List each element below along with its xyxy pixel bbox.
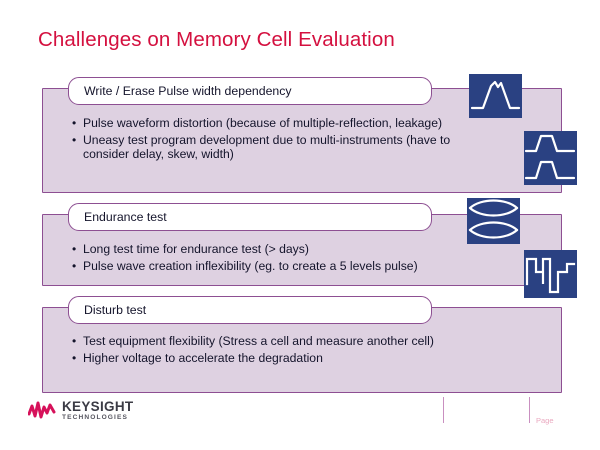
list-item: • Test equipment flexibility (Stress a c… bbox=[72, 334, 482, 349]
footer-tick-left bbox=[443, 397, 445, 423]
bullet-dot-icon: • bbox=[72, 334, 77, 348]
page-title: Challenges on Memory Cell Evaluation bbox=[38, 28, 395, 51]
section-header-endurance[interactable]: Endurance test bbox=[68, 203, 432, 231]
keysight-wave-mark-icon bbox=[28, 401, 56, 419]
section-header-disturb[interactable]: Disturb test bbox=[68, 296, 432, 324]
logo-name: KEYSIGHT bbox=[62, 399, 134, 414]
list-item: • Higher voltage to accelerate the degra… bbox=[72, 351, 482, 366]
section-header-label: Write / Erase Pulse width dependency bbox=[84, 84, 292, 98]
bullet-text: Pulse wave creation inflexibility (eg. t… bbox=[83, 258, 418, 273]
double-pulse-waveform-icon bbox=[524, 131, 577, 185]
bullet-text: Long test time for endurance test (> day… bbox=[83, 242, 309, 256]
bullet-text: Higher voltage to accelerate the degrada… bbox=[83, 350, 323, 365]
list-item: • Pulse wave creation inflexibility (eg.… bbox=[72, 259, 512, 274]
list-item: • Long test time for endurance test (> d… bbox=[72, 242, 512, 257]
logo-subtitle: TECHNOLOGIES bbox=[62, 414, 128, 421]
section-bullet-list: • Pulse waveform distortion (because of … bbox=[72, 116, 472, 164]
bullet-dot-icon: • bbox=[72, 116, 77, 130]
page-number-label: Page bbox=[536, 416, 554, 425]
section-bullet-list: • Test equipment flexibility (Stress a c… bbox=[72, 334, 482, 367]
bullet-dot-icon: • bbox=[72, 242, 77, 256]
bullet-text: Uneasy test program development due to m… bbox=[83, 132, 451, 162]
keysight-logo: KEYSIGHT TECHNOLOGIES bbox=[28, 400, 133, 422]
section-bullet-list: • Long test time for endurance test (> d… bbox=[72, 242, 512, 275]
trapezoid-pulse-waveform-icon bbox=[469, 74, 522, 118]
bullet-dot-icon: • bbox=[72, 132, 77, 147]
bullet-dot-icon: • bbox=[72, 258, 77, 273]
bullet-text: Pulse waveform distortion (because of mu… bbox=[83, 116, 443, 130]
keysight-wordmark: KEYSIGHT TECHNOLOGIES bbox=[62, 400, 133, 422]
section-header-write-erase[interactable]: Write / Erase Pulse width dependency bbox=[68, 77, 432, 105]
footer-tick-right bbox=[529, 397, 531, 423]
eye-diagram-waveform-icon bbox=[467, 198, 520, 244]
section-header-label: Disturb test bbox=[84, 303, 147, 317]
list-item: • Uneasy test program development due to… bbox=[72, 133, 472, 162]
bullet-text: Test equipment flexibility (Stress a cel… bbox=[83, 334, 434, 348]
multilevel-pulse-waveform-icon bbox=[524, 250, 577, 298]
bullet-dot-icon: • bbox=[72, 350, 77, 365]
section-header-label: Endurance test bbox=[84, 210, 167, 224]
list-item: • Pulse waveform distortion (because of … bbox=[72, 116, 472, 131]
